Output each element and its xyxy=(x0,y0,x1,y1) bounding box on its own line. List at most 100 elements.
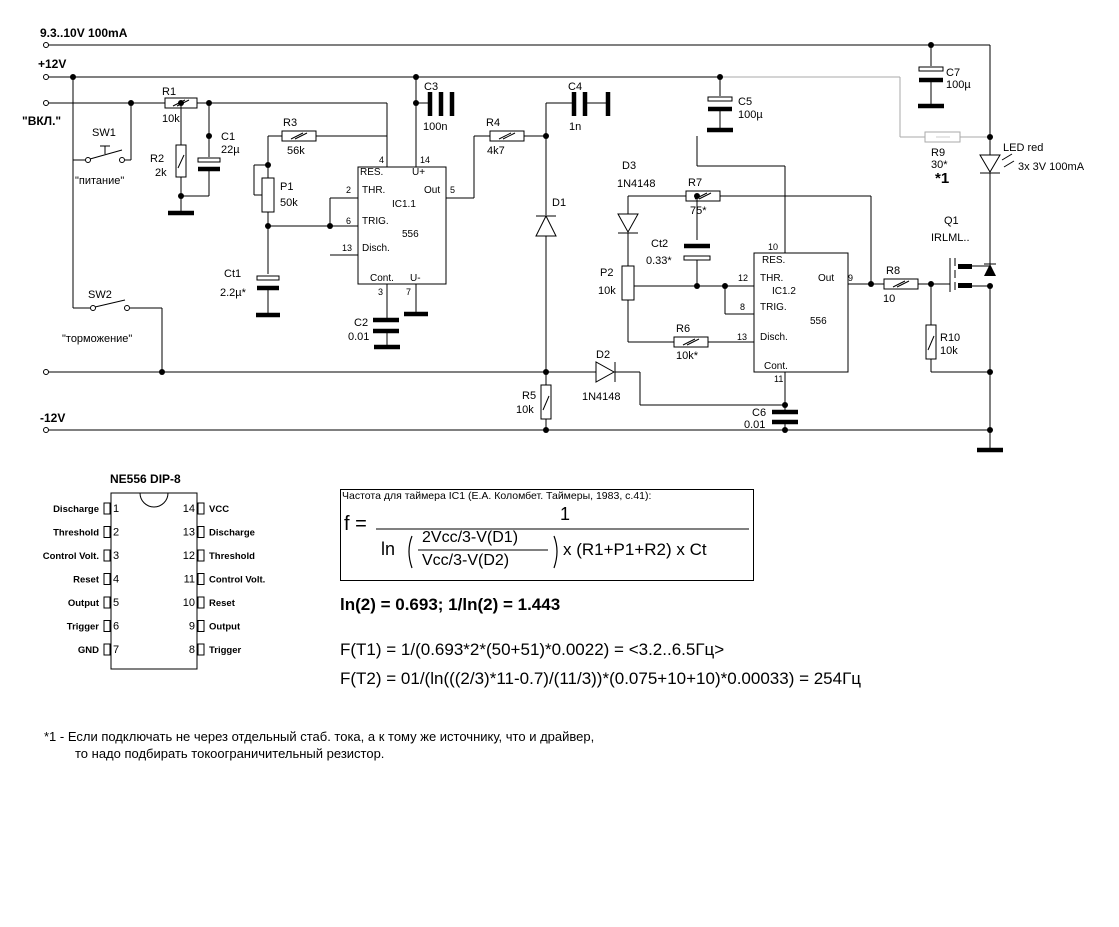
c4-value: 1n xyxy=(569,121,581,133)
potentiometer-p1: P1 50k xyxy=(253,136,298,274)
dip-pin-right xyxy=(197,620,205,632)
dip-pin-number: 14 xyxy=(183,503,195,515)
resistor-r9: R9 30* *1 xyxy=(924,131,993,187)
r9-label: R9 xyxy=(931,147,945,159)
ic2-block: RES. THR. Out IC1.2 TRIG. 556 Disch. Con… xyxy=(627,136,853,405)
formula-ln: ln xyxy=(381,539,396,559)
dip-pin-number: 12 xyxy=(183,550,195,562)
ic1-pin6: 6 xyxy=(346,216,351,226)
p1-label: P1 xyxy=(280,181,293,193)
ic2-disch: Disch. xyxy=(760,332,788,343)
r7-label: R7 xyxy=(688,177,702,189)
ct1-value: 2.2µ* xyxy=(220,287,247,299)
d1-label: D1 xyxy=(552,197,566,209)
d2-value: 1N4148 xyxy=(582,391,621,403)
terminal-plus12 xyxy=(43,74,49,80)
ic1-out: Out xyxy=(424,185,440,196)
c6-label: C6 xyxy=(752,407,766,419)
dip-pin-right xyxy=(197,596,205,609)
d3-label: D3 xyxy=(622,160,636,172)
capacitor-c3: C3 100n xyxy=(413,81,455,133)
ic2-pin13: 13 xyxy=(737,332,747,342)
minus12-label: -12V xyxy=(40,411,65,425)
r2-value: 2k xyxy=(155,167,167,179)
c5-value: 100µ xyxy=(738,109,763,121)
ic1-pin7: 7 xyxy=(406,287,411,297)
dip-pin-label: Control Volt. xyxy=(43,551,99,562)
c2-label: C2 xyxy=(354,317,368,329)
dip-pin-number: 7 xyxy=(113,644,119,656)
ic2-pin12: 12 xyxy=(738,273,748,283)
on-label: "ВКЛ." xyxy=(22,114,61,128)
dip-pin-number: 11 xyxy=(184,574,195,586)
p1-value: 50k xyxy=(280,197,298,209)
dip-pin-left xyxy=(103,573,111,585)
dip-pin-number: 9 xyxy=(189,621,195,633)
c7-value: 100µ xyxy=(946,79,971,91)
ic1-trig: TRIG. xyxy=(362,216,389,227)
resistor-r4: R4 4k7 xyxy=(474,117,549,157)
diode-d1: D1 xyxy=(535,136,566,385)
dip-pin-right xyxy=(197,549,205,562)
capacitor-c2: C2 0.01 xyxy=(348,317,400,350)
c5-label: C5 xyxy=(738,96,752,108)
dip-pin-number: 1 xyxy=(113,503,119,515)
diode-d3: D3 1N4148 xyxy=(617,160,686,266)
r6-label: R6 xyxy=(676,323,690,335)
r1-value: 10k xyxy=(162,113,180,125)
ct1-label: Ct1 xyxy=(224,268,241,280)
p2-label: P2 xyxy=(600,267,613,279)
led-value: 3x 3V 100mA xyxy=(1018,161,1085,173)
dip-pin-right xyxy=(197,526,205,538)
diode-d2: D2 1N4148 xyxy=(582,349,785,406)
c2-value: 0.01 xyxy=(348,331,369,343)
dip-pin-left xyxy=(103,643,111,656)
r9-value: 30* xyxy=(931,159,948,171)
potentiometer-p2: P2 10k xyxy=(598,265,635,301)
dip-pin-right xyxy=(197,573,205,585)
dip-pin-label: Reset xyxy=(73,575,100,586)
dip-pin-number: 5 xyxy=(113,597,119,609)
resistor-r3: R3 56k xyxy=(268,117,387,157)
capacitor-c6: C6 0.01 xyxy=(744,402,798,433)
dip-pin-left xyxy=(103,526,111,538)
resistor-r8: R8 10 xyxy=(848,265,950,305)
r3-value: 56k xyxy=(287,145,305,157)
ic1-thr: THR. xyxy=(362,185,385,196)
dip-pin-label: Discharge xyxy=(209,528,255,539)
capacitor-c5: C5 100µ xyxy=(707,74,763,133)
mosfet-q1: Q1 IRLML.. xyxy=(931,215,996,448)
capacitor-c7: C7 100µ xyxy=(918,42,971,109)
note-line2: то надо подбирать токоограничительный ре… xyxy=(75,746,385,761)
dip-pin-left xyxy=(103,620,111,632)
switch-sw2: SW2 "торможение" xyxy=(62,289,165,375)
dip-pin-number: 8 xyxy=(189,644,195,656)
dip-pin-label: Threshold xyxy=(209,551,255,562)
dip-pin-left xyxy=(103,502,111,515)
terminal-supply xyxy=(43,42,49,48)
dip-pin-label: GND xyxy=(78,645,99,656)
resistor-r2: R2 2k xyxy=(150,100,194,216)
dip-pin-label: Reset xyxy=(209,598,236,609)
dip-notch xyxy=(139,492,169,508)
dip-title: NE556 DIP-8 xyxy=(110,472,181,486)
r10-label: R10 xyxy=(940,332,960,344)
formula-box xyxy=(340,489,754,581)
ic1-pin5: 5 xyxy=(450,185,455,195)
p2-value: 10k xyxy=(598,285,616,297)
led: LED red 3x 3V 100mA xyxy=(979,45,1085,260)
ic1-disch: Disch. xyxy=(362,243,390,254)
r2-label: R2 xyxy=(150,153,164,165)
c6-value: 0.01 xyxy=(744,419,765,431)
ic2-cont: Cont. xyxy=(764,361,788,372)
ct2-label: Ct2 xyxy=(651,238,668,250)
ic1-pin3: 3 xyxy=(378,287,383,297)
resistor-r1: R1 10k xyxy=(131,86,387,125)
dip-body xyxy=(110,492,198,670)
r9-note: *1 xyxy=(935,170,949,187)
formula-frac-den: Vcc/3-V(D2) xyxy=(422,552,510,569)
ic1-um: U- xyxy=(410,273,421,284)
ic1-type: 556 xyxy=(402,229,419,240)
capacitor-ct2: Ct2 0.33* xyxy=(646,193,711,286)
